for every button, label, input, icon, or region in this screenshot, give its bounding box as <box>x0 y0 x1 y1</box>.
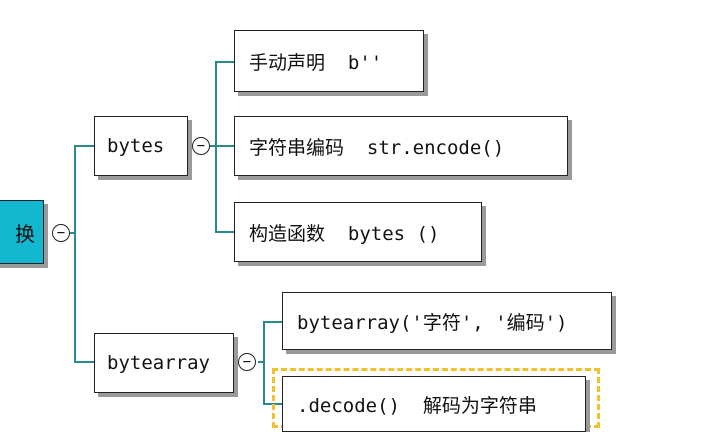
branch-node-bytes[interactable]: bytes <box>94 116 188 176</box>
bytes-collapse-toggle[interactable]: − <box>192 137 210 155</box>
leaf-node-bytearray-constructor[interactable]: bytearray('字符', '编码') <box>282 292 612 350</box>
leaf-node-manual-declare[interactable]: 手动声明 b'' <box>234 30 424 92</box>
link-bytes-child-1 <box>210 61 234 147</box>
minus-icon: − <box>242 354 252 370</box>
link-bytearray-child-2 <box>263 362 282 405</box>
branch-node-label: bytearray <box>107 352 210 374</box>
leaf-node-str-encode[interactable]: 字符串编码 str.encode() <box>234 116 568 176</box>
leaf-node-decode[interactable]: .decode() 解码为字符串 <box>282 376 586 432</box>
link-bytes-child-3 <box>215 146 234 233</box>
root-node[interactable]: 换 <box>0 200 44 264</box>
minus-icon: − <box>196 138 206 154</box>
link-root-bytes <box>70 145 94 234</box>
link-root-bytearray <box>74 233 94 363</box>
leaf-node-label: 手动声明 b'' <box>249 51 383 74</box>
connector-lines <box>70 61 282 405</box>
branch-node-bytearray[interactable]: bytearray <box>94 333 234 393</box>
link-bytearray-child-1 <box>258 321 282 363</box>
bytearray-collapse-toggle[interactable]: − <box>238 353 256 371</box>
leaf-node-label: .decode() 解码为字符串 <box>297 394 537 417</box>
minus-icon: − <box>56 225 66 241</box>
leaf-node-label: bytearray('字符', '编码') <box>297 311 568 334</box>
root-collapse-toggle[interactable]: − <box>52 224 70 242</box>
leaf-node-constructor[interactable]: 构造函数 bytes () <box>234 202 482 262</box>
branch-node-label: bytes <box>107 135 165 157</box>
root-node-label: 换 <box>15 221 35 246</box>
leaf-node-label: 字符串编码 str.encode() <box>249 136 505 159</box>
leaf-node-label: 构造函数 bytes () <box>249 222 440 245</box>
